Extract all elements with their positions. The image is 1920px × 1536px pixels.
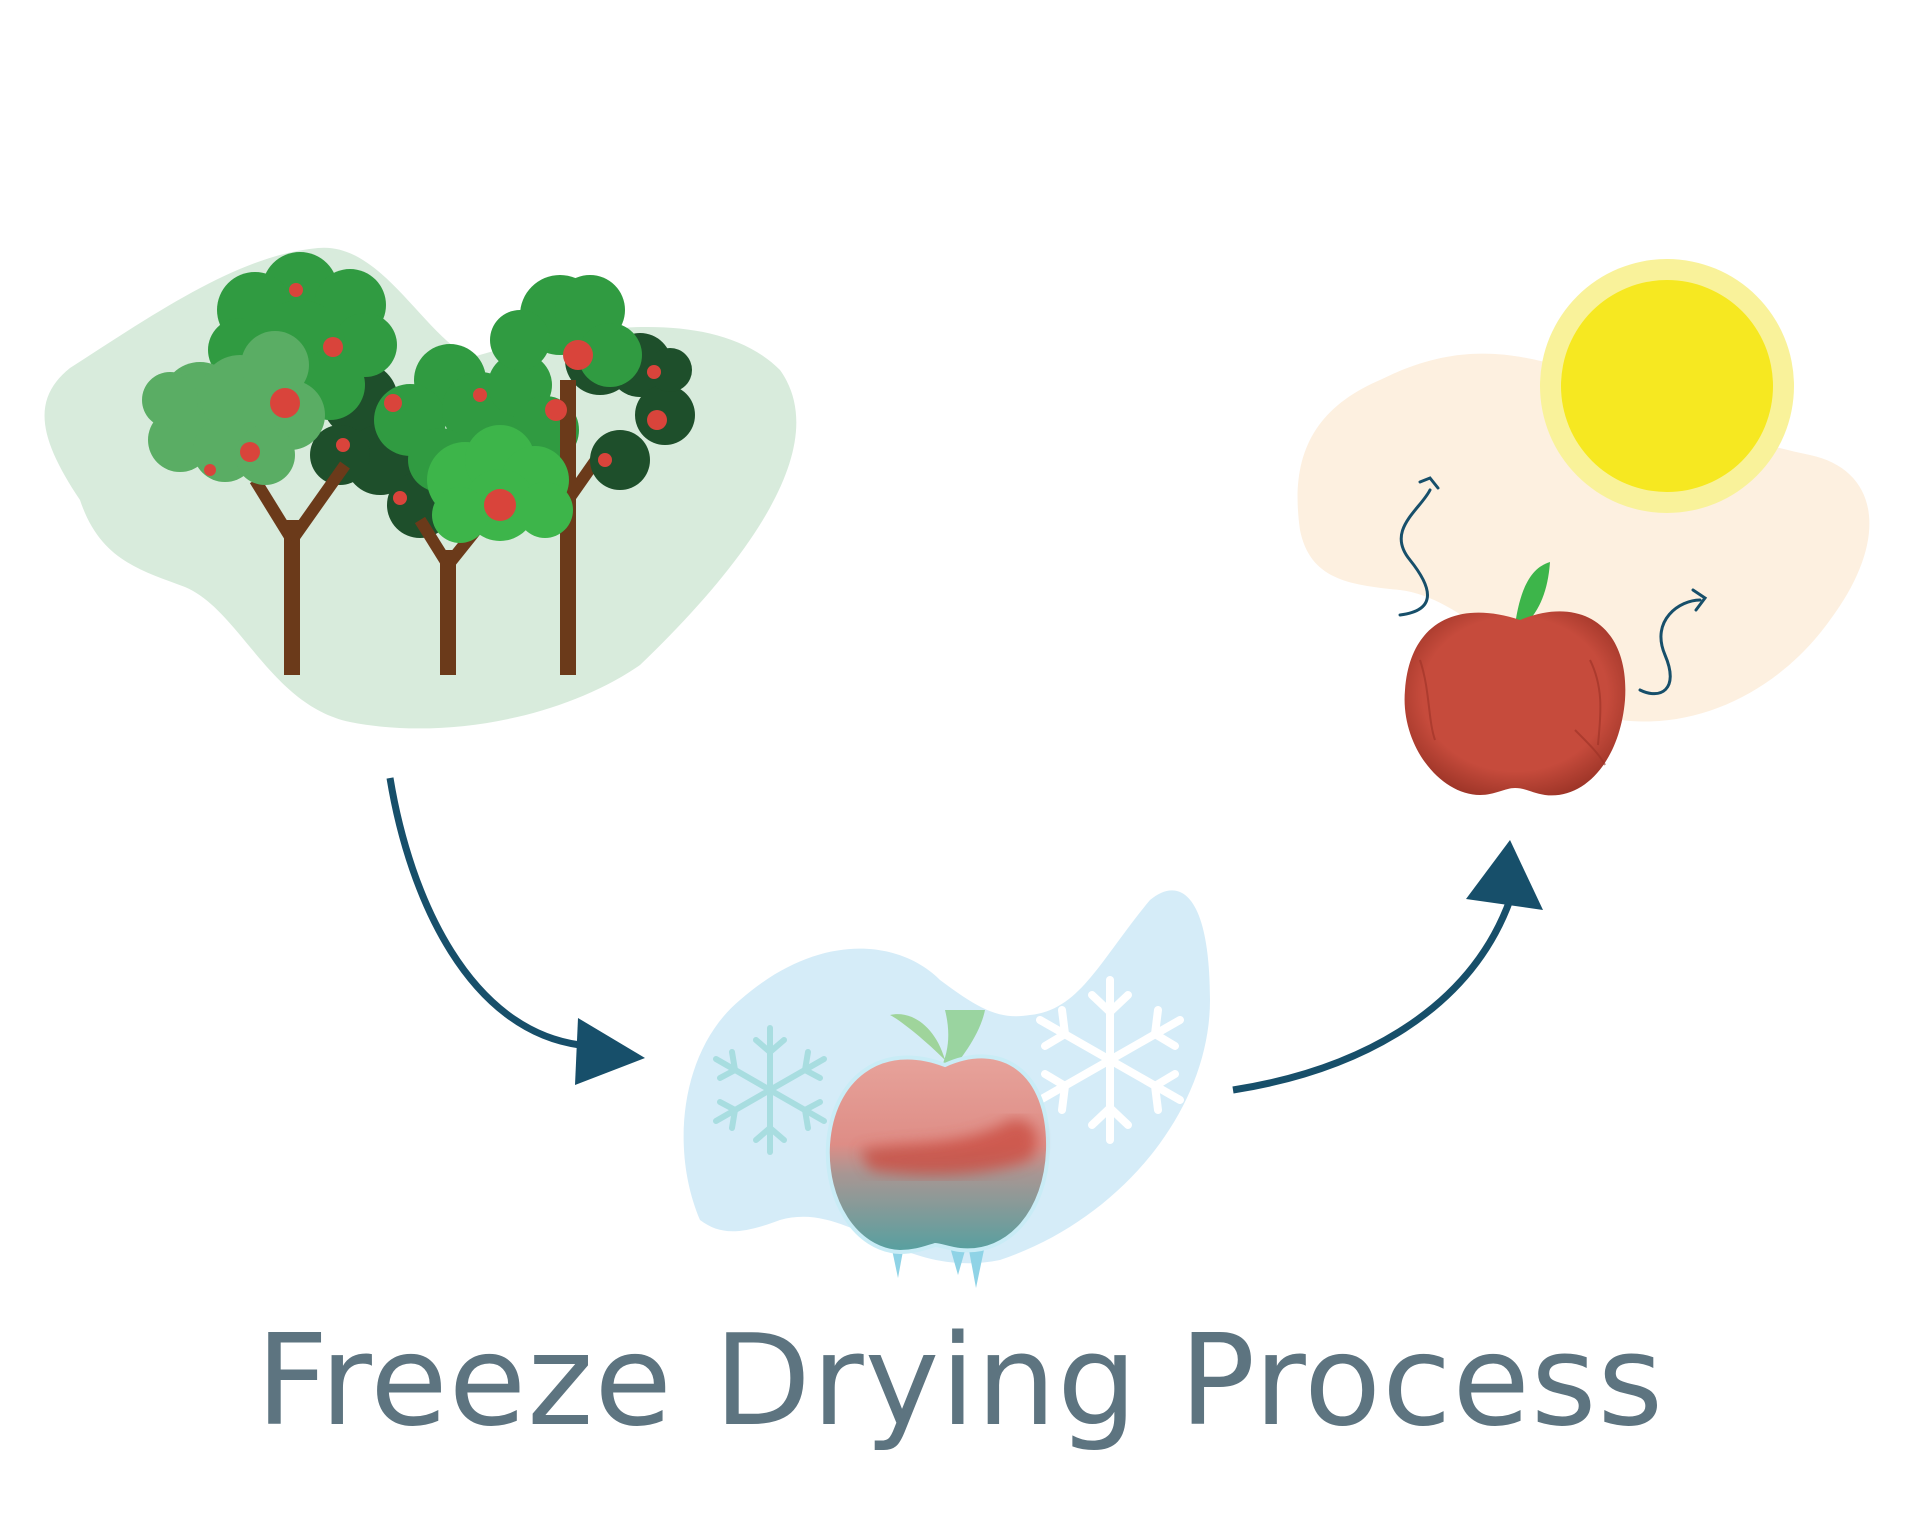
frozen-apple-red-band	[860, 1119, 1038, 1176]
vapor-arrow-icon	[1638, 588, 1708, 696]
arrow-to-drying	[1232, 840, 1543, 1094]
dried-apple-leaf	[1515, 562, 1550, 625]
snowflake-icon	[713, 1025, 827, 1155]
apple-wrinkles	[1419, 659, 1606, 766]
dried-apple-body	[1404, 611, 1626, 796]
arrow-to-freezing	[386, 777, 645, 1085]
tree-left-front	[142, 331, 350, 675]
diagram-title: Freeze Drying Process	[255, 1307, 1665, 1454]
tree-right-top	[490, 275, 642, 675]
snowflake-icon	[1036, 976, 1184, 1144]
sun-drying-apple-icon	[1297, 259, 1870, 796]
frozen-apple-leaf	[890, 1014, 945, 1060]
frozen-apple-icon	[683, 890, 1210, 1288]
apple-orchard-icon	[44, 247, 797, 729]
sun-icon	[1540, 259, 1794, 513]
frozen-apple-stem	[940, 1010, 985, 1072]
vapor-arrow-icon	[1398, 476, 1440, 617]
orchard-apples	[204, 283, 667, 521]
